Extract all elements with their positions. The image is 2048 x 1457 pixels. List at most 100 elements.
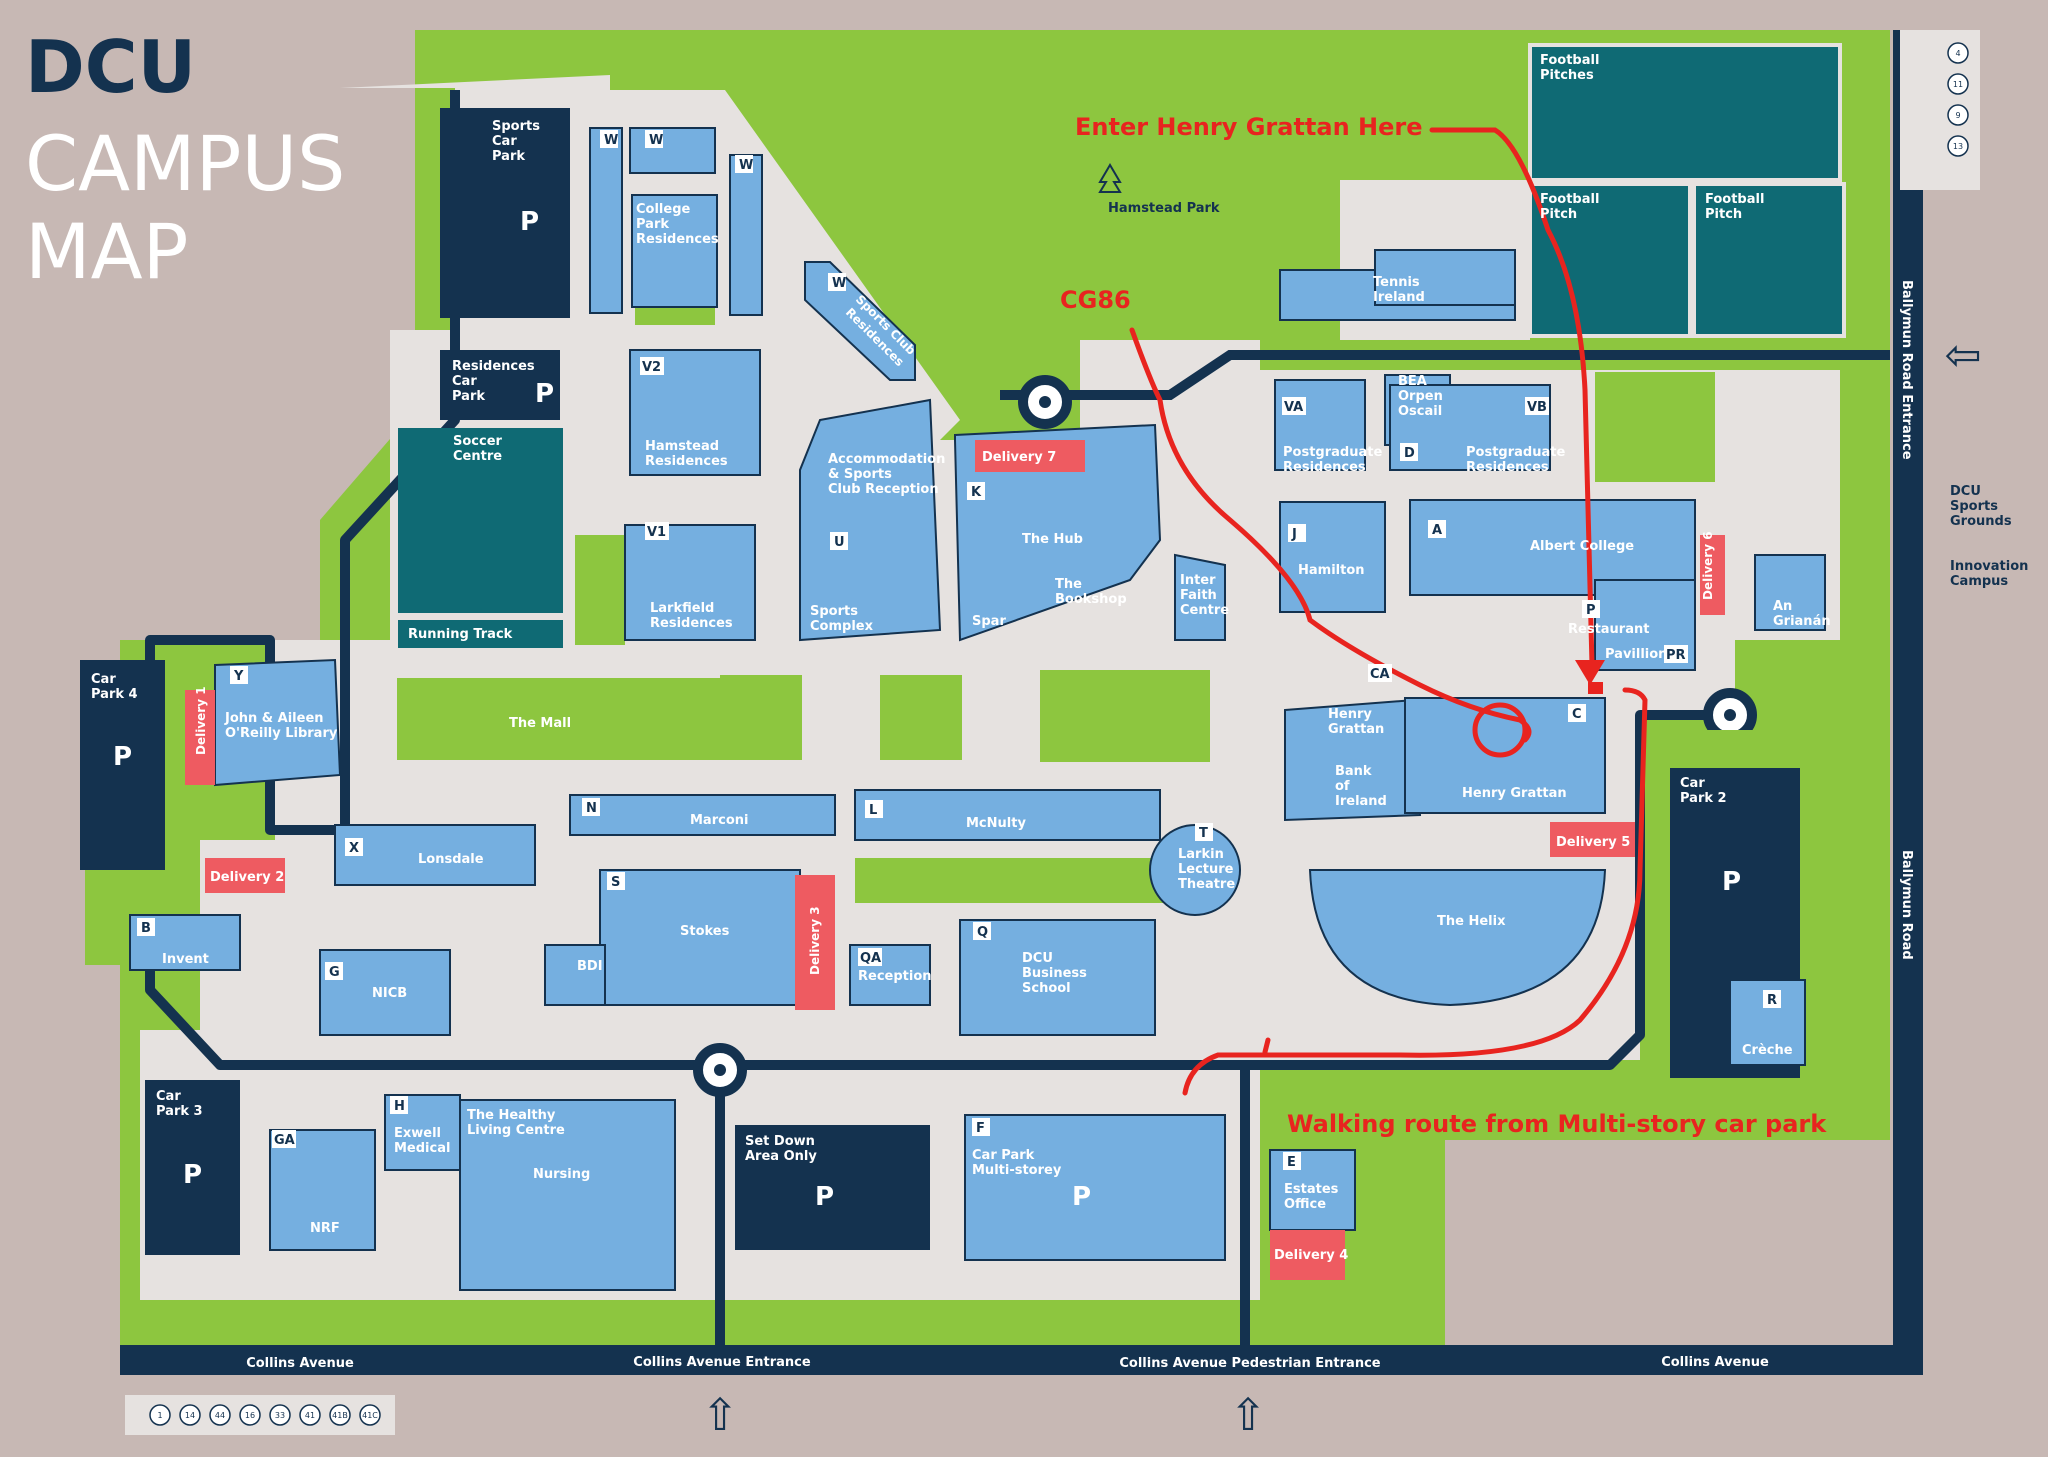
svg-text:Ireland: Ireland — [1335, 794, 1387, 809]
arrow-left-icon: ⇦ — [1945, 330, 1982, 381]
svg-text:Complex: Complex — [810, 619, 874, 634]
bus-route-badge — [1947, 73, 1969, 95]
svg-text:Living Centre: Living Centre — [467, 1123, 565, 1138]
svg-text:John & Aileen: John & Aileen — [224, 711, 324, 726]
svg-text:The Hub: The Hub — [1022, 532, 1083, 547]
svg-text:The Helix: The Helix — [1437, 914, 1506, 929]
svg-text:An: An — [1773, 599, 1792, 614]
svg-text:PR: PR — [1666, 648, 1686, 663]
north-road — [1055, 350, 1890, 400]
svg-text:Football: Football — [1540, 53, 1599, 68]
svg-text:Restaurant: Restaurant — [1568, 622, 1649, 637]
svg-text:GA: GA — [274, 1133, 295, 1148]
svg-text:Marconi: Marconi — [690, 813, 748, 828]
bus-route-badge — [239, 1404, 261, 1426]
svg-text:P: P — [520, 207, 539, 237]
svg-text:C: C — [1572, 707, 1582, 722]
svg-text:Multi-storey: Multi-storey — [972, 1163, 1062, 1178]
bus-route-badge — [1947, 104, 1969, 126]
bus-route-badge — [1947, 42, 1969, 64]
svg-text:T: T — [1199, 826, 1208, 841]
svg-text:Sports: Sports — [492, 119, 540, 134]
svg-text:U: U — [834, 535, 845, 550]
svg-text:College: College — [636, 202, 691, 217]
svg-text:Pavillion: Pavillion — [1605, 647, 1667, 662]
svg-text:W: W — [604, 133, 618, 148]
svg-text:School: School — [1022, 981, 1071, 996]
svg-text:Hamstead Park: Hamstead Park — [1108, 201, 1220, 216]
svg-text:Residences: Residences — [650, 616, 733, 631]
svg-text:Q: Q — [977, 925, 988, 940]
svg-text:Sports: Sports — [810, 604, 858, 619]
svg-text:Office: Office — [1284, 1197, 1326, 1212]
svg-text:Residences: Residences — [636, 232, 719, 247]
svg-text:Lecture: Lecture — [1178, 862, 1234, 877]
svg-text:of: of — [1335, 779, 1350, 794]
svg-text:The Mall: The Mall — [509, 716, 571, 731]
svg-text:V2: V2 — [642, 360, 661, 375]
svg-text:J: J — [1291, 527, 1297, 542]
svg-text:The: The — [1055, 577, 1082, 592]
road-collins-1: Collins Avenue — [246, 1356, 354, 1371]
svg-text:H: H — [394, 1099, 405, 1114]
bus-route-label: 33 — [275, 1411, 285, 1420]
bus-route-badge — [149, 1404, 171, 1426]
bus-route-label: 41B — [332, 1411, 348, 1420]
bus-route-label: 44 — [215, 1411, 225, 1420]
svg-text:P: P — [1586, 603, 1596, 618]
svg-text:Residences: Residences — [645, 454, 728, 469]
bus-route-label: 41 — [305, 1411, 315, 1420]
bus-route-badge — [179, 1404, 201, 1426]
road-ballymun: Ballymun Road — [1899, 850, 1914, 960]
svg-text:Delivery 2: Delivery 2 — [210, 870, 284, 885]
svg-text:VB: VB — [1527, 400, 1547, 415]
svg-text:Running Track: Running Track — [408, 627, 513, 642]
svg-text:VA: VA — [1284, 400, 1303, 415]
arrow-up-icon: ⇧ — [1230, 1390, 1267, 1441]
football-pitch-1 — [1528, 182, 1692, 338]
svg-text:Delivery 1: Delivery 1 — [194, 686, 208, 755]
svg-text:Lonsdale: Lonsdale — [418, 852, 484, 867]
svg-text:Bank: Bank — [1335, 764, 1372, 779]
svg-text:W: W — [739, 158, 753, 173]
svg-text:Park: Park — [452, 389, 485, 404]
svg-text:R: R — [1767, 993, 1777, 1008]
svg-text:Grattan: Grattan — [1328, 722, 1384, 737]
ext-sports-3: Grounds — [1950, 514, 2012, 529]
room-annotation: CG86 — [1060, 286, 1131, 314]
svg-text:NICB: NICB — [372, 986, 407, 1001]
svg-text:Pitches: Pitches — [1540, 68, 1594, 83]
svg-text:Bookshop: Bookshop — [1055, 592, 1127, 607]
ext-innov-2: Campus — [1950, 574, 2008, 589]
svg-text:Henry Grattan: Henry Grattan — [1462, 786, 1567, 801]
ballymun-road — [1893, 30, 1923, 1375]
bus-route-label: 41C — [362, 1411, 378, 1420]
collins-avenue-road — [120, 1345, 1920, 1375]
tree-icon — [1098, 163, 1122, 193]
bus-route-badge — [359, 1404, 381, 1426]
svg-text:Car: Car — [452, 374, 477, 389]
svg-text:Orpen: Orpen — [1398, 389, 1443, 404]
svg-text:Theatre: Theatre — [1178, 877, 1235, 892]
bus-route-label: 14 — [185, 1411, 195, 1420]
svg-text:Exwell: Exwell — [394, 1126, 441, 1141]
svg-text:F: F — [976, 1121, 985, 1136]
svg-text:Grianán: Grianán — [1773, 614, 1831, 629]
svg-text:D: D — [1404, 446, 1415, 461]
svg-text:NRF: NRF — [310, 1221, 340, 1236]
svg-text:P: P — [535, 379, 554, 409]
parking-icons: P P P P P P P — [113, 207, 1741, 1212]
bus-route-badge — [299, 1404, 321, 1426]
svg-text:CA: CA — [1370, 667, 1390, 682]
set-down-area — [735, 1125, 930, 1250]
svg-text:P: P — [113, 742, 132, 772]
svg-text:K: K — [971, 485, 982, 500]
bus-route-label: 13 — [1953, 142, 1963, 151]
bus-route-label: 1 — [157, 1411, 162, 1420]
bus-route-label: 11 — [1953, 80, 1963, 89]
svg-text:Hamilton: Hamilton — [1298, 563, 1365, 578]
svg-text:Tennis: Tennis — [1373, 275, 1420, 290]
svg-text:P: P — [183, 1160, 202, 1190]
svg-text:Delivery 4: Delivery 4 — [1274, 1248, 1348, 1263]
